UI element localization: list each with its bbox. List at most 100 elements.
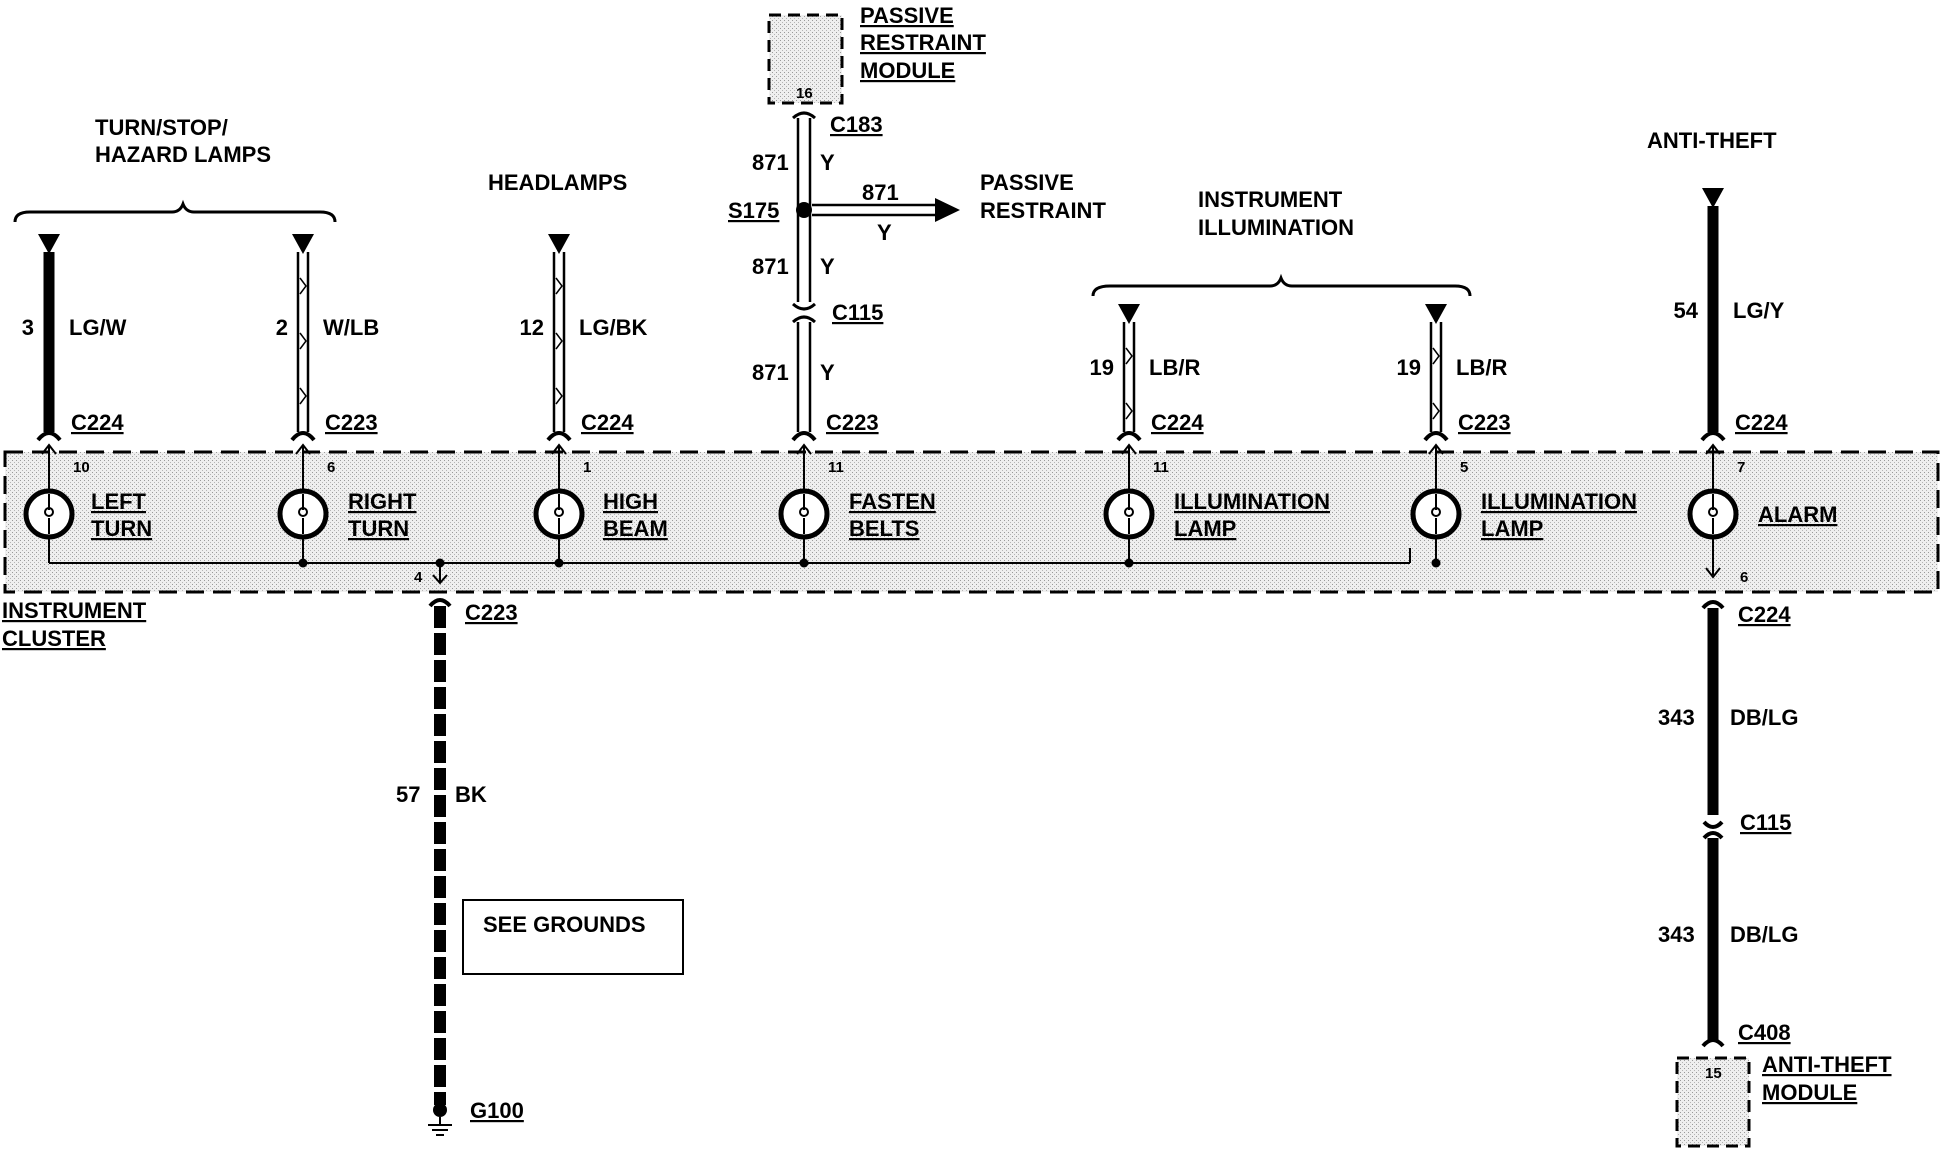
g100-label: G100: [470, 1098, 524, 1123]
lamp-filament: [1708, 494, 1719, 534]
passive-module-pin: 16: [796, 85, 813, 102]
passive-restraint-module-fill: [769, 15, 842, 103]
pin-number: 10: [73, 459, 90, 476]
circuit-color: LB/R: [1149, 355, 1200, 380]
turn-stop-hazard-label-1: TURN/STOP/: [95, 115, 228, 140]
circuit-color: LG/W: [69, 315, 127, 340]
anti-theft-module-box: [1675, 1056, 1751, 1148]
lamp-label: LAMP: [1174, 516, 1236, 541]
instrument-illumination-label-2: ILLUMINATION: [1198, 215, 1354, 240]
circuit-number: 19: [1090, 355, 1114, 380]
turn-stop-hazard-brace: [13, 199, 337, 223]
connector-icon: [546, 431, 572, 442]
passive-restraint-module-label-2: RESTRAINT: [860, 30, 986, 55]
lamp-filament: [799, 494, 810, 534]
lamp-filament: [554, 494, 565, 534]
s175-label: S175: [728, 198, 779, 223]
connector-icon: [290, 431, 316, 442]
bus-junction: [298, 558, 308, 568]
lamp-label: BEAM: [603, 516, 668, 541]
lamp-filament: [1124, 494, 1135, 534]
pin-arrow-icon: [41, 443, 57, 455]
headlamps-label: HEADLAMPS: [488, 170, 627, 195]
bus-junction: [554, 558, 564, 568]
circuit-number: 12: [520, 315, 544, 340]
pin-number: 7: [1737, 459, 1745, 476]
passive-wire-color-2: Y: [820, 254, 835, 279]
wire-hatch: [555, 387, 563, 405]
connector-label: C224: [1735, 410, 1788, 435]
anti-theft-out-num-2: 343: [1658, 922, 1695, 947]
anti-theft-output-wire: [1701, 548, 1725, 1048]
see-grounds-box[interactable]: [462, 899, 684, 975]
circuit-number: 2: [276, 315, 288, 340]
source-arrow-icon: [292, 234, 314, 254]
ground-connector: C223: [465, 600, 518, 625]
source-arrow-icon: [1702, 188, 1724, 208]
lamp-label: ILLUMINATION: [1174, 489, 1330, 514]
circuit-color: LG/BK: [579, 315, 648, 340]
pin-arrow-icon: [551, 443, 567, 455]
circuit-number: 19: [1397, 355, 1421, 380]
circuit-color: W/LB: [323, 315, 379, 340]
source-arrow-icon: [38, 234, 60, 254]
see-grounds-label: SEE GROUNDS: [483, 912, 646, 937]
instrument-illumination-label-1: INSTRUMENT: [1198, 187, 1343, 212]
pin-arrow-icon: [1705, 443, 1721, 455]
source-arrow-icon: [1425, 304, 1447, 324]
anti-theft-out-num-1: 343: [1658, 705, 1695, 730]
lamp-label: BELTS: [849, 516, 919, 541]
connector-label: C224: [71, 410, 124, 435]
connector-icon: [1700, 431, 1726, 442]
anti-theft-label: ANTI-THEFT: [1647, 128, 1777, 153]
ground-wire-color: BK: [455, 782, 487, 807]
pin-number: 11: [1153, 459, 1169, 476]
pin-number: 5: [1460, 459, 1468, 476]
pin-arrow-icon: [1121, 443, 1137, 455]
wire-hatch: [299, 277, 307, 295]
lamp-label: TURN: [348, 516, 409, 541]
ground-wire: [428, 558, 452, 1136]
wire-hatch: [555, 332, 563, 350]
pin-arrow-icon: [295, 443, 311, 455]
wire-hatch: [1432, 347, 1440, 365]
pin-number: 11: [828, 459, 844, 476]
wire-hatch: [1125, 347, 1133, 365]
turn-stop-hazard-label-2: HAZARD LAMPS: [95, 142, 271, 167]
bus-junction: [1431, 558, 1441, 568]
anti-theft-out-pin: 6: [1740, 569, 1748, 586]
anti-theft-module-pin: 15: [1705, 1065, 1722, 1082]
instrument-cluster-label-2: CLUSTER: [2, 626, 106, 651]
circuit-number: 54: [1674, 298, 1699, 323]
circuit-color: LB/R: [1456, 355, 1507, 380]
lamp-filament: [44, 494, 55, 534]
wire-hatch: [555, 277, 563, 295]
passive-restraint-label-2: RESTRAINT: [980, 198, 1106, 223]
connector-label: C223: [325, 410, 378, 435]
passive-restraint-label-1: PASSIVE: [980, 170, 1074, 195]
pin-arrow-icon: [1428, 443, 1444, 455]
lamp-label: ALARM: [1758, 502, 1837, 527]
bus-junction: [799, 558, 809, 568]
lamp-label: TURN: [91, 516, 152, 541]
passive-branch-color: Y: [877, 220, 892, 245]
connector-label: C223: [826, 410, 879, 435]
instrument-cluster-box: [3, 450, 1940, 594]
anti-theft-out-color-2: DB/LG: [1730, 922, 1798, 947]
connector-label: C223: [1458, 410, 1511, 435]
connector-icon: [791, 431, 817, 442]
instrument-cluster-label-1: INSTRUMENT: [2, 598, 147, 623]
wire-hatch: [1432, 402, 1440, 420]
c115-label-passive: C115: [832, 300, 883, 325]
lamp-label: HIGH: [603, 489, 658, 514]
passive-branch-num: 871: [862, 180, 899, 205]
connector-label: C224: [581, 410, 634, 435]
passive-restraint-module-label-3: MODULE: [860, 58, 955, 83]
